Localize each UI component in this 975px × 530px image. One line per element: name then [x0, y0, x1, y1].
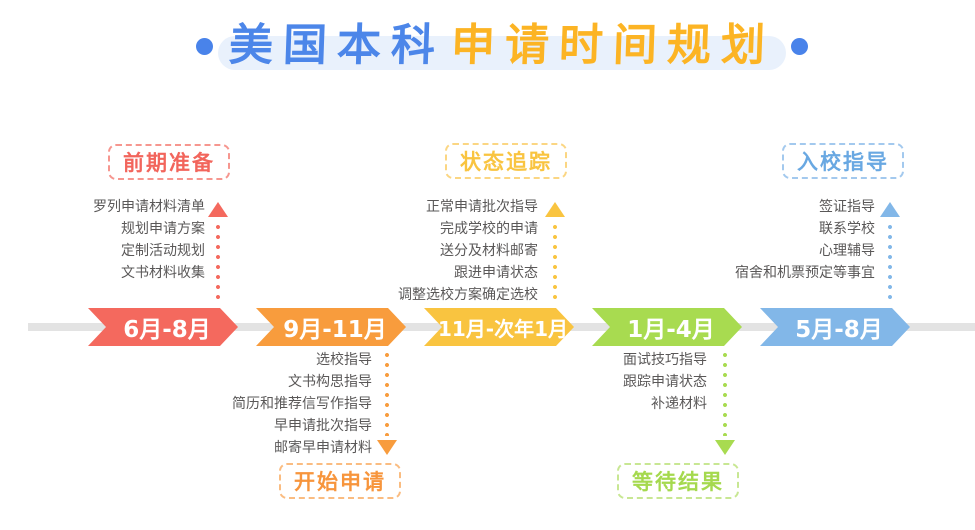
list-item: 跟进申请状态 [454, 265, 538, 281]
title-bullet-right-icon [791, 37, 808, 55]
list-item: 调整选校方案确定选校 [398, 287, 538, 303]
list-item: 早申请批次指导 [274, 418, 372, 434]
arrow-down-icon [715, 440, 735, 455]
list-item: 定制活动规划 [121, 243, 205, 259]
connector-status-tracking [545, 202, 565, 304]
list-item: 联系学校 [819, 221, 875, 237]
timeline-segment-nov-jan: 11月-次年1月 [424, 308, 574, 346]
arrow-up-icon [545, 202, 565, 217]
connector-preparation [208, 202, 228, 304]
title-part-blue: 美国本科 [228, 20, 446, 71]
item-list-preparation: 罗列申请材料清单 规划申请方案 定制活动规划 文书材料收集 [93, 196, 205, 284]
arrow-down-icon [377, 440, 397, 455]
list-item: 送分及材料邮寄 [440, 243, 538, 259]
list-item: 完成学校的申请 [440, 221, 538, 237]
dotted-line [216, 222, 220, 304]
list-item: 邮寄早申请材料 [274, 440, 372, 456]
list-item: 签证指导 [819, 199, 875, 215]
list-item: 宿舍和机票预定等事宜 [735, 265, 875, 281]
list-item: 罗列申请材料清单 [93, 199, 205, 215]
list-item: 面试技巧指导 [623, 352, 707, 368]
connector-start-application [377, 350, 397, 455]
dotted-line [888, 222, 892, 304]
list-item: 跟踪申请状态 [623, 374, 707, 390]
timeline-segment-sep-nov: 9月-11月 [256, 308, 406, 346]
list-item: 简历和推荐信写作指导 [232, 396, 372, 412]
item-list-status-tracking: 正常申请批次指导 完成学校的申请 送分及材料邮寄 跟进申请状态 调整选校方案确定… [398, 196, 538, 306]
connector-school-guidance [880, 202, 900, 304]
title-part-orange: 申请时间规划 [450, 20, 776, 71]
timeline-segment-may-aug: 5月-8月 [760, 308, 910, 346]
title-pill-background [218, 36, 786, 70]
arrow-up-icon [208, 202, 228, 217]
page-title: 美国本科 申请时间规划 [196, 18, 808, 74]
connector-wait-results [715, 350, 735, 455]
list-item: 文书构思指导 [288, 374, 372, 390]
list-item: 正常申请批次指导 [426, 199, 538, 215]
dotted-line [723, 350, 727, 436]
arrow-up-icon [880, 202, 900, 217]
list-item: 文书材料收集 [121, 265, 205, 281]
dotted-line [385, 350, 389, 436]
stage-tag-start-application: 开始申请 [279, 463, 401, 499]
item-list-wait-results: 面试技巧指导 跟踪申请状态 补递材料 [623, 349, 707, 415]
title-bullet-left-icon [196, 37, 213, 55]
stage-tag-school-guidance: 入校指导 [782, 143, 904, 179]
item-list-school-guidance: 签证指导 联系学校 心理辅导 宿舍和机票预定等事宜 [735, 196, 875, 284]
timeline-segment-jan-apr: 1月-4月 [592, 308, 742, 346]
list-item: 心理辅导 [819, 243, 875, 259]
stage-tag-preparation: 前期准备 [108, 144, 230, 180]
dotted-line [553, 222, 557, 304]
list-item: 选校指导 [316, 352, 372, 368]
stage-tag-wait-results: 等待结果 [617, 463, 739, 499]
list-item: 规划申请方案 [121, 221, 205, 237]
list-item: 补递材料 [651, 396, 707, 412]
stage-tag-status-tracking: 状态追踪 [445, 143, 567, 179]
timeline-segment-jun-aug: 6月-8月 [88, 308, 238, 346]
item-list-start-application: 选校指导 文书构思指导 简历和推荐信写作指导 早申请批次指导 邮寄早申请材料 [232, 349, 372, 459]
